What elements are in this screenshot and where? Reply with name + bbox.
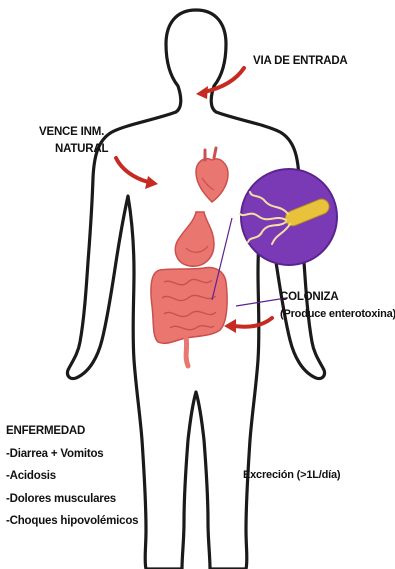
disease-list: ENFERMEDAD -Diarrea + Vomitos -Acidosis … [6, 420, 138, 533]
symptom-item: -Diarrea + Vomitos [6, 443, 138, 466]
stomach [175, 212, 214, 266]
intestines [151, 268, 227, 366]
label-produces-enterotoxin: (Produce enterotoxina) [280, 307, 395, 321]
label-natural: NATURAL [55, 142, 108, 156]
heart [196, 148, 228, 202]
label-entry-route: VIA DE ENTRADA [253, 54, 348, 68]
label-defeats-immunity: VENCE INM. [39, 125, 104, 139]
symptom-item: -Acidosis [6, 465, 138, 488]
bacterium-magnification [212, 169, 337, 306]
disease-title: ENFERMEDAD [6, 420, 138, 443]
arrow-immunity [116, 158, 158, 189]
arrow-colonize [224, 318, 272, 333]
symptom-item: -Dolores musculares [6, 488, 138, 511]
label-excretion: Excreción (>1L/día) [243, 468, 340, 482]
symptom-item: -Choques hipovolémicos [6, 510, 138, 533]
label-colonizes: COLONIZA [280, 290, 338, 304]
